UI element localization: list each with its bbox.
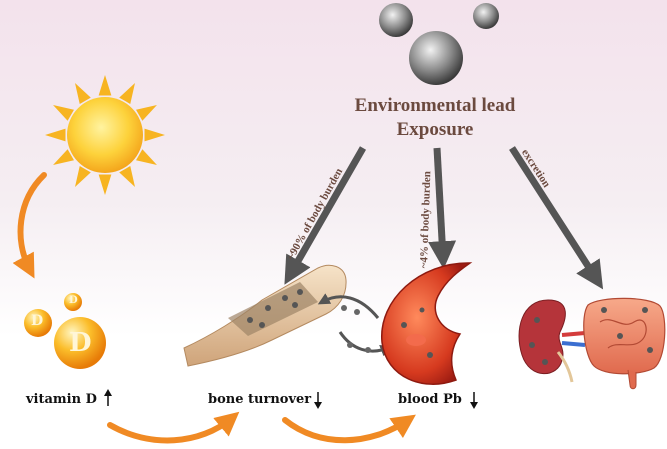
kidney-icon	[518, 299, 586, 383]
bone-turnover-label: bone turnover	[208, 392, 312, 407]
vitamin-d-label: vitamin D	[26, 392, 97, 407]
title-line-2: Exposure	[396, 119, 474, 140]
lead-particles-icon	[379, 3, 499, 85]
vitamin-d-up-arrow-icon	[104, 389, 112, 406]
sun-icon	[45, 75, 165, 195]
sun-to-vitamin-d-arrow	[12, 172, 47, 279]
vitamin-d-droplets-icon	[24, 293, 106, 369]
blood-pathway-arrow	[428, 147, 457, 270]
vitamin-d-badge-small: D	[31, 313, 44, 329]
vitamin-d-to-bone-arrow	[107, 411, 240, 444]
blood-pb-label: blood Pb	[398, 392, 462, 407]
excretion-pathway-arrow	[509, 146, 604, 290]
bone-pathway-arrow	[284, 146, 367, 285]
bone-icon	[183, 264, 347, 367]
blood-vessel-icon	[381, 262, 473, 385]
bone-turnover-down-arrow-icon	[314, 392, 322, 409]
intestines-icon	[583, 297, 666, 390]
title-line-1: Environmental lead	[354, 95, 516, 116]
bone-to-blood-arrow	[282, 414, 416, 444]
vitamin-d-badge-large: D	[69, 328, 92, 358]
vitamin-d-badge-tiny: D	[69, 295, 78, 306]
pathway-arrows	[284, 146, 604, 290]
diagram-title: Environmental lead Exposure	[320, 94, 550, 142]
blood-pb-down-arrow-icon	[470, 392, 478, 409]
